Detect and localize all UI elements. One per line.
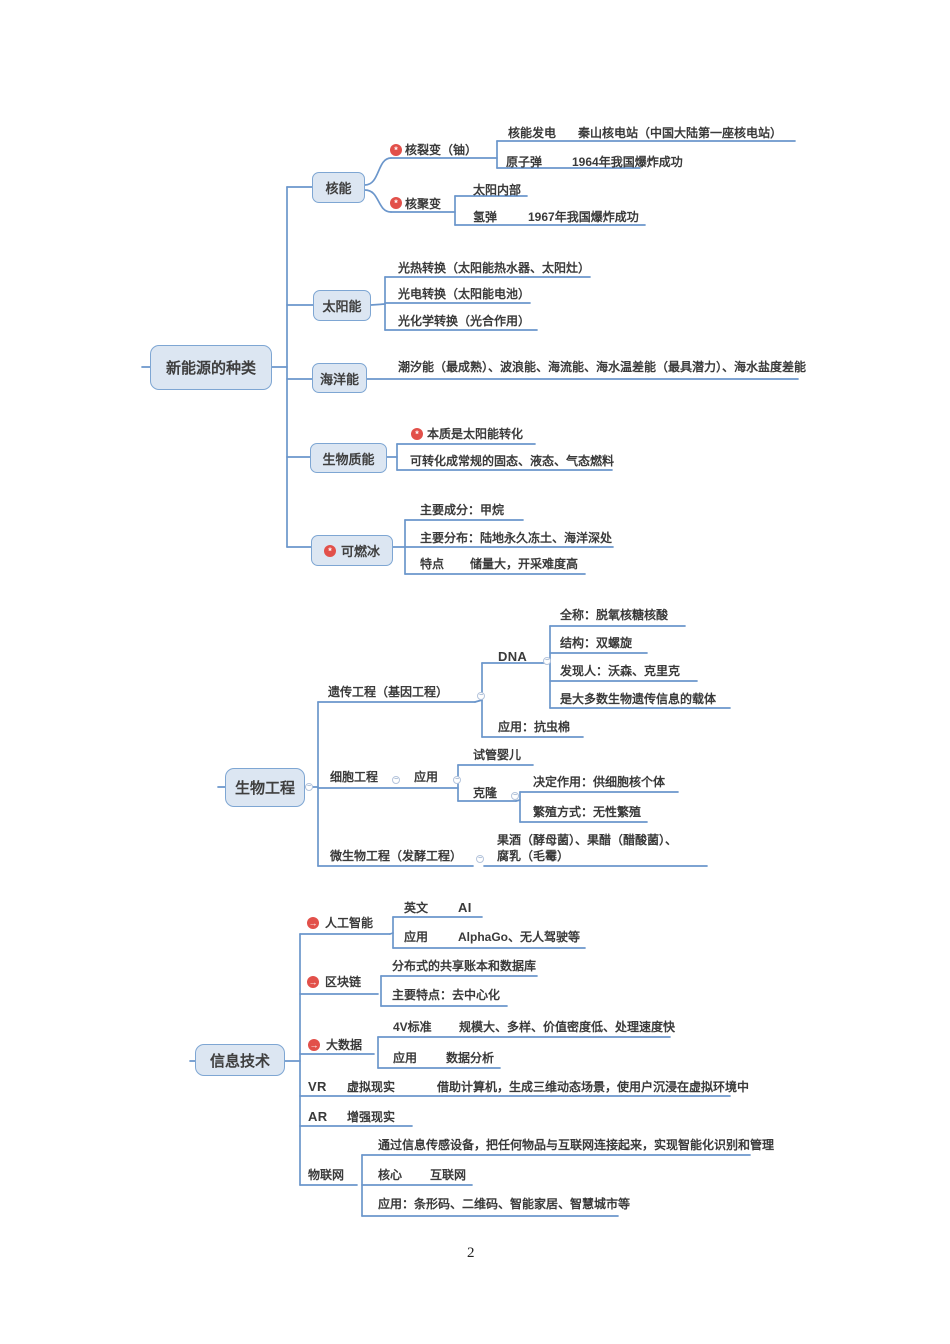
topic-vr-desc: 借助计算机，生成三维动态场景，使用户沉浸在虚拟环境中 bbox=[437, 1080, 750, 1094]
arrow-badge-icon: → bbox=[308, 1039, 320, 1051]
topic-iot-core-value: 互联网 bbox=[430, 1168, 467, 1182]
topic-hydrogen-bomb-value: 1967年我国爆炸成功 bbox=[528, 210, 639, 224]
topic-solar-thermal: 光热转换（太阳能热水器、太阳灶） bbox=[398, 261, 591, 275]
topic-bigdata-app-label: 应用 bbox=[393, 1051, 418, 1065]
topic-dna-discoverers: 发现人：沃森、克里克 bbox=[560, 664, 681, 678]
node-biomass-energy: 生物质能 bbox=[310, 443, 387, 473]
node-new-energy-root-label: 新能源的种类 bbox=[165, 360, 256, 377]
topic-bigdata-4v-label: 4V标准 bbox=[393, 1020, 432, 1034]
star-badge-icon: * bbox=[390, 144, 402, 156]
topic-solar-electric: 光电转换（太阳能电池） bbox=[398, 287, 531, 301]
collapse-handle-icon: − bbox=[392, 776, 400, 784]
node-solar-energy: 太阳能 bbox=[313, 290, 371, 321]
page-number: 2 bbox=[467, 1245, 475, 1261]
topic-ai: 人工智能 bbox=[325, 916, 374, 930]
topic-ar: AR bbox=[308, 1109, 328, 1124]
collapse-handle-icon: − bbox=[476, 855, 484, 863]
topic-clone-decisive: 决定作用：供细胞核个体 bbox=[533, 775, 666, 789]
collapse-handle-icon: − bbox=[453, 776, 461, 784]
topic-ai-app-value: AlphaGo、无人驾驶等 bbox=[458, 930, 580, 944]
topic-micro-products-line2: 腐乳（毛霉） bbox=[497, 849, 570, 863]
topic-dna-structure: 结构：双螺旋 bbox=[560, 636, 633, 650]
topic-ice-distribution: 主要分布：陆地永久冻土、海洋深处 bbox=[420, 531, 613, 545]
topic-ai-app-label: 应用 bbox=[404, 930, 429, 944]
topic-atomic-bomb-label: 原子弹 bbox=[506, 155, 543, 169]
topic-iot-core-label: 核心 bbox=[378, 1168, 403, 1182]
topic-ice-feature-value: 储量大，开采难度高 bbox=[470, 557, 579, 571]
node-bioengineering-root: 生物工程 bbox=[225, 768, 305, 807]
topic-blockchain: 区块链 bbox=[325, 975, 362, 989]
collapse-handle-icon: − bbox=[511, 792, 519, 800]
node-new-energy-root: 新能源的种类 bbox=[150, 345, 272, 390]
topic-vr: VR bbox=[308, 1079, 327, 1094]
node-nuclear-label: 核能 bbox=[325, 181, 352, 196]
topic-ai-en-label: 英文 bbox=[404, 901, 429, 915]
topic-solar-chemical: 光化学转换（光合作用） bbox=[398, 314, 531, 328]
arrow-badge-icon: → bbox=[307, 917, 319, 929]
collapse-handle-icon: − bbox=[305, 783, 313, 791]
topic-tube-baby: 试管婴儿 bbox=[473, 748, 522, 762]
topic-cell-application-label: 应用 bbox=[414, 770, 439, 784]
topic-clone: 克隆 bbox=[473, 786, 498, 800]
node-ocean-label: 海洋能 bbox=[319, 371, 359, 387]
node-biomass-label: 生物质能 bbox=[322, 451, 375, 467]
topic-ar-name: 增强现实 bbox=[347, 1110, 396, 1124]
node-it-root-label: 信息技术 bbox=[209, 1052, 270, 1070]
topic-vr-name: 虚拟现实 bbox=[347, 1080, 396, 1094]
topic-biomass-essence: 本质是太阳能转化 bbox=[427, 427, 524, 441]
topic-nuclear-power-label: 核能发电 bbox=[508, 126, 557, 140]
topic-bigdata-4v-value: 规模大、多样、价值密度低、处理速度快 bbox=[459, 1020, 676, 1034]
star-badge-icon: * bbox=[323, 544, 336, 557]
topic-blockchain-feature: 主要特点：去中心化 bbox=[392, 988, 501, 1002]
topic-micro-products-line1: 果酒（酵母菌）、果醋（醋酸菌）、 bbox=[497, 833, 678, 847]
topic-biomass-convert: 可转化成常规的固态、液态、气态燃料 bbox=[410, 454, 615, 468]
star-badge-icon: * bbox=[411, 428, 423, 440]
topic-atomic-bomb-value: 1964年我国爆炸成功 bbox=[572, 155, 683, 169]
topic-genetic-engineering: 遗传工程（基因工程） bbox=[328, 685, 449, 699]
node-solar-label: 太阳能 bbox=[322, 299, 362, 314]
topic-dna-carrier: 是大多数生物遗传信息的载体 bbox=[560, 692, 717, 706]
topic-clone-reproduction: 繁殖方式：无性繁殖 bbox=[533, 805, 642, 819]
topic-dna: DNA bbox=[498, 649, 528, 664]
topic-bigdata-app-value: 数据分析 bbox=[446, 1051, 495, 1065]
collapse-handle-icon: − bbox=[477, 692, 485, 700]
topic-dna-fullname: 全称：脱氧核糖核酸 bbox=[560, 608, 669, 622]
topic-iot: 物联网 bbox=[308, 1168, 345, 1182]
topic-iot-desc: 通过信息传感设备，把任何物品与互联网连接起来，实现智能化识别和管理 bbox=[378, 1138, 775, 1152]
topic-micro-engineering: 微生物工程（发酵工程） bbox=[330, 849, 463, 863]
topic-iot-app: 应用：条形码、二维码、智能家居、智慧城市等 bbox=[378, 1197, 631, 1211]
topic-ocean-types: 潮汐能（最成熟）、波浪能、海流能、海水温差能（最具潜力）、海水盐度差能 bbox=[398, 360, 807, 374]
topic-blockchain-desc: 分布式的共享账本和数据库 bbox=[392, 959, 537, 973]
topic-ai-en-value: AI bbox=[458, 900, 472, 915]
node-combustible-ice-label: 可燃冰 bbox=[340, 544, 380, 559]
topic-nuclear-fusion: 核聚变 bbox=[405, 197, 442, 211]
arrow-badge-icon: → bbox=[307, 976, 319, 988]
node-bioengineering-root-label: 生物工程 bbox=[234, 780, 295, 797]
topic-ice-feature-label: 特点 bbox=[420, 557, 445, 571]
node-it-root: 信息技术 bbox=[195, 1044, 285, 1076]
topic-cell-engineering: 细胞工程 bbox=[330, 770, 379, 784]
star-badge-icon: * bbox=[390, 197, 402, 209]
topic-genetic-application: 应用：抗虫棉 bbox=[498, 720, 571, 734]
topic-fusion-sun: 太阳内部 bbox=[473, 183, 522, 197]
collapse-handle-icon: − bbox=[543, 657, 551, 665]
topic-bigdata: 大数据 bbox=[326, 1038, 363, 1052]
node-nuclear-energy: 核能 bbox=[312, 172, 365, 203]
node-combustible-ice: * 可燃冰 bbox=[311, 535, 393, 566]
topic-hydrogen-bomb-label: 氢弹 bbox=[473, 210, 498, 224]
topic-nuclear-fission: 核裂变（铀） bbox=[405, 143, 478, 157]
node-ocean-energy: 海洋能 bbox=[312, 363, 367, 393]
topic-ice-component: 主要成分：甲烷 bbox=[420, 503, 505, 517]
topic-nuclear-power-value: 秦山核电站（中国大陆第一座核电站） bbox=[578, 126, 783, 140]
